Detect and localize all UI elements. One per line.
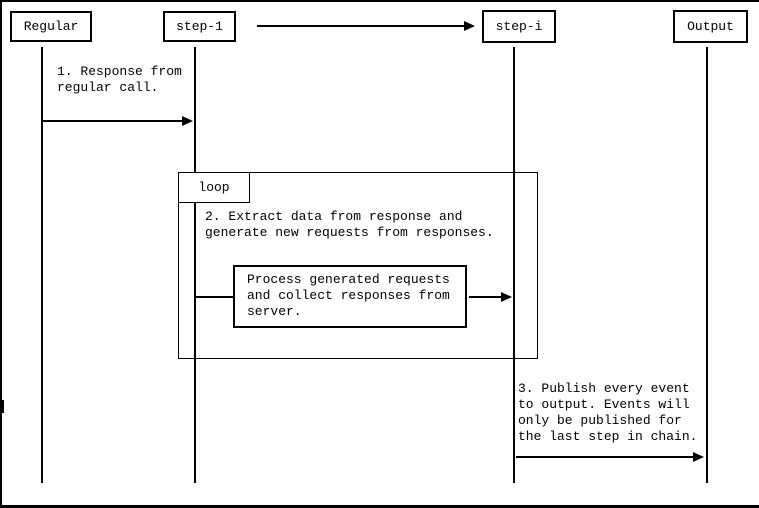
process-arrow-head-icon (501, 292, 512, 302)
message-3-arrow-head-icon (693, 452, 704, 462)
loop-fragment-label: loop (198, 179, 230, 195)
message-2-text: 2. Extract data from response and genera… (205, 209, 494, 240)
frame-left-notch (0, 400, 4, 413)
participant-step-1-label: step-1 (176, 18, 223, 34)
loop-fragment-box (178, 172, 538, 359)
frame-left-border (0, 0, 2, 508)
participant-output: Output (673, 10, 748, 43)
lifeline-step-i (513, 47, 515, 483)
participant-regular: Regular (10, 11, 92, 42)
process-connector-line (196, 296, 233, 298)
message-1-arrow-line (43, 120, 183, 122)
process-box-text: Process generated requests and collect r… (247, 272, 450, 319)
participant-step-i-label: step-i (495, 18, 543, 34)
chain-arrow-head-icon (464, 21, 475, 31)
message-3-text: 3. Publish every event to output. Events… (518, 381, 698, 444)
frame-top-border (0, 0, 759, 2)
loop-fragment-label-box: loop (178, 172, 250, 203)
lifeline-step-1 (194, 47, 196, 483)
process-arrow-line (469, 296, 502, 298)
participant-regular-label: Regular (23, 18, 79, 34)
lifeline-regular (41, 47, 43, 483)
chain-arrow-line (257, 25, 465, 27)
participant-step-i: step-i (482, 10, 556, 43)
frame-bottom-border (0, 505, 759, 508)
message-1-text: 1. Response from regular call. (57, 64, 182, 95)
participant-output-label: Output (687, 18, 734, 34)
process-box: Process generated requests and collect r… (233, 265, 467, 328)
participant-step-1: step-1 (163, 11, 236, 42)
message-3-arrow-line (516, 456, 694, 458)
lifeline-output (706, 47, 708, 483)
message-1-arrow-head-icon (182, 116, 193, 126)
